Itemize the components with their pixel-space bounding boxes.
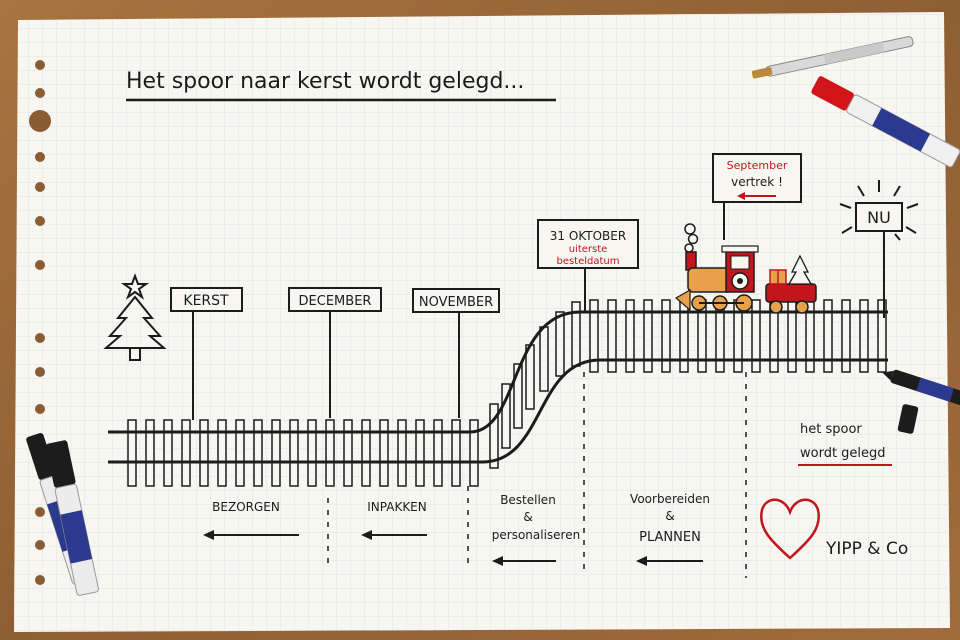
track-tie: [607, 299, 617, 373]
track-tie: [525, 344, 535, 410]
brand-logo: YIPP & Co: [825, 539, 908, 559]
svg-text:Voorbereiden: Voorbereiden: [630, 492, 710, 506]
phase-bezorgen: BEZORGEN: [203, 500, 299, 540]
sign-september-vertrek: September vertrek !: [712, 153, 802, 203]
track-tie: [163, 419, 173, 487]
track-tie: [877, 299, 887, 373]
track-tie: [379, 419, 389, 487]
svg-text:Bestellen: Bestellen: [500, 493, 556, 507]
track-tie: [555, 311, 565, 377]
svg-text:&: &: [665, 509, 674, 523]
track-tie: [661, 299, 671, 373]
track-rails: [108, 310, 888, 464]
arrow-left-icon: [492, 556, 556, 566]
sun-rays-icon: [839, 180, 919, 241]
track-tie: [181, 419, 191, 487]
track-tie: [823, 299, 833, 373]
marker-pen-icon: [811, 76, 960, 168]
sign-posts: [192, 203, 885, 420]
track-tie: [343, 419, 353, 487]
arrow-left-icon: [737, 192, 776, 200]
svg-text:NOVEMBER: NOVEMBER: [419, 295, 493, 310]
track-tie: [289, 419, 299, 487]
track-tie: [501, 383, 511, 449]
heart-icon: [759, 498, 821, 560]
track-tie: [271, 419, 281, 487]
track-tie: [451, 419, 461, 487]
track-tie: [625, 299, 635, 373]
track-tie: [643, 299, 653, 373]
track-tie: [841, 299, 851, 373]
marker-pen-icon: [751, 36, 914, 79]
svg-text:DECEMBER: DECEMBER: [299, 294, 372, 309]
marker-cap: [897, 404, 919, 434]
sign-31-oktober: 31 OKTOBER uiterste besteldatum: [537, 219, 639, 269]
svg-text:NU: NU: [867, 208, 891, 227]
svg-text:KERST: KERST: [183, 293, 229, 309]
phase-voorbereiden: Voorbereiden & PLANNEN: [630, 492, 710, 566]
track-tie: [361, 419, 371, 487]
svg-text:PLANNEN: PLANNEN: [639, 530, 701, 545]
phase-dividers: [327, 372, 747, 578]
binder-holes: [29, 60, 51, 585]
sign-december: DECEMBER: [288, 287, 382, 312]
track-tie: [127, 419, 137, 487]
svg-text:uiterste: uiterste: [569, 244, 608, 255]
svg-text:personaliseren: personaliseren: [492, 528, 580, 542]
arrow-left-icon: [203, 530, 299, 540]
sign-nu: NU: [855, 202, 903, 232]
track-note: het spoor wordt gelegd: [798, 422, 892, 466]
track-tie: [307, 419, 317, 487]
track-tie: [433, 419, 443, 487]
track-tie: [539, 326, 549, 392]
svg-text:INPAKKEN: INPAKKEN: [367, 500, 427, 514]
svg-text:wordt gelegd: wordt gelegd: [800, 446, 886, 461]
track-tie: [145, 419, 155, 487]
svg-text:31 OKTOBER: 31 OKTOBER: [550, 229, 626, 243]
track-tie: [751, 299, 761, 373]
svg-text:BEZORGEN: BEZORGEN: [212, 500, 280, 514]
sign-kerst: KERST: [170, 287, 243, 312]
track-tie: [469, 419, 479, 487]
track-ties: [127, 299, 887, 487]
christmas-tree-icon: [103, 273, 167, 361]
train-icon: [674, 223, 817, 314]
svg-text:besteldatum: besteldatum: [556, 256, 619, 267]
phase-inpakken: INPAKKEN: [361, 500, 427, 540]
track-tie: [199, 419, 209, 487]
marker-pen-icon: [882, 369, 960, 407]
track-tie: [235, 419, 245, 487]
track-tie: [489, 403, 499, 469]
arrow-left-icon: [636, 556, 703, 566]
track-tie: [217, 419, 227, 487]
svg-text:vertrek !: vertrek !: [731, 175, 783, 189]
sign-november: NOVEMBER: [412, 288, 500, 313]
track-tie: [513, 363, 523, 429]
page-title: Het spoor naar kerst wordt gelegd...: [126, 69, 524, 94]
svg-text:het spoor: het spoor: [800, 422, 862, 437]
marker-pen-icon: [45, 440, 99, 596]
svg-text:September: September: [727, 159, 788, 172]
track-tie: [325, 419, 335, 487]
track-tie: [415, 419, 425, 487]
track-tie: [397, 419, 407, 487]
phase-bestellen: Bestellen & personaliseren: [492, 493, 580, 566]
track-tie: [859, 299, 869, 373]
svg-text:&: &: [523, 510, 532, 524]
arrow-left-icon: [361, 530, 427, 540]
track-tie: [589, 299, 599, 373]
track-tie: [253, 419, 263, 487]
